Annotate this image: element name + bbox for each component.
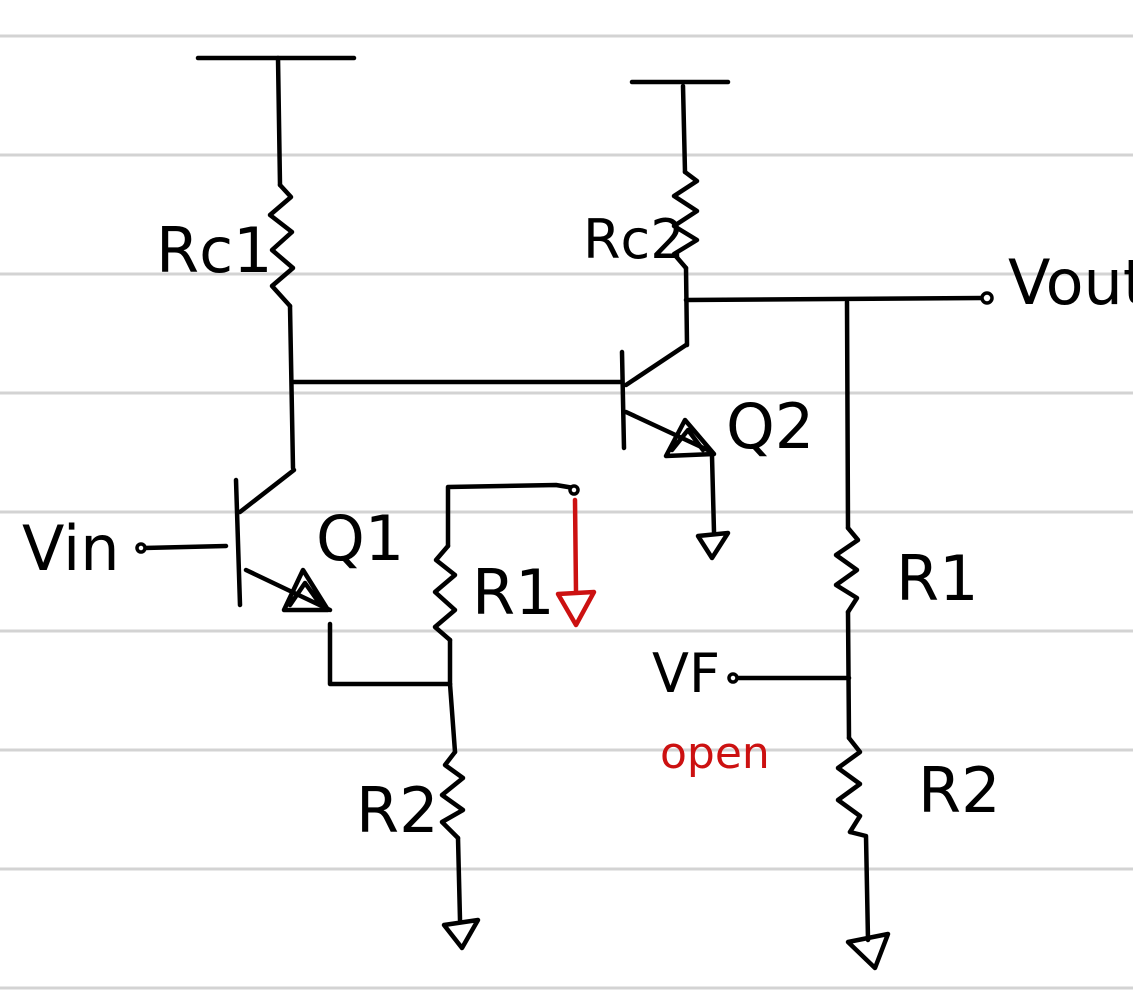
label-r2-left: R2	[356, 774, 439, 847]
label-q2: Q2	[726, 390, 814, 463]
wire-rc1-to-collector	[287, 303, 296, 471]
wire-vcc-to-rc1	[275, 55, 283, 188]
annotation-r1-grounded	[555, 497, 597, 628]
wire-q2-emitter-ground	[709, 453, 717, 535]
resistor-r1-left	[432, 543, 458, 643]
wire-output-node	[683, 295, 985, 303]
wire-vin	[141, 543, 229, 551]
q2-emitter-arrow	[663, 417, 717, 459]
ground-right	[845, 931, 891, 971]
label-vout: Vout	[1008, 246, 1133, 319]
label-r2-right: R2	[918, 754, 1001, 827]
wire-r2-top	[447, 681, 458, 755]
q2-base-bar	[619, 349, 627, 451]
resistor-r2-left	[439, 749, 466, 841]
ruled-lines	[0, 34, 1133, 990]
ground-left	[441, 917, 481, 951]
wire-rc2-to-collector	[683, 265, 690, 348]
wire-output-to-r1	[844, 299, 851, 531]
resistor-r1-right	[833, 525, 861, 615]
label-q1: Q1	[316, 502, 404, 575]
q1-base-bar	[233, 477, 243, 608]
wire-vcc-to-rc2	[680, 83, 688, 175]
resistor-rc2	[671, 169, 700, 271]
right-feedback-network	[727, 299, 891, 971]
q1-emitter-lead	[243, 567, 333, 613]
wire-emitter-junction	[327, 621, 453, 687]
left-feedback-network	[432, 482, 580, 951]
wire-r2-to-ground-right	[847, 829, 871, 943]
wire-r1-to-vf-node	[845, 609, 852, 741]
wire-r1-up	[445, 482, 577, 549]
red-ground-symbol	[555, 589, 597, 628]
vin-terminal	[135, 542, 147, 554]
label-rc2: Rc2	[583, 208, 685, 271]
label-vf: VF	[652, 642, 720, 705]
stage-two	[619, 79, 994, 561]
labels: Rc1 Rc2 Vout Q2 Q1 Vin R1 R2 R1 R2 VF op…	[22, 208, 1133, 847]
resistor-rc1	[267, 182, 296, 309]
ground-q2	[695, 530, 731, 561]
label-r1-right: R1	[896, 542, 979, 615]
r1-open-terminal	[568, 484, 580, 496]
q1-emitter-arrow	[281, 567, 331, 613]
label-r1-left: R1	[472, 556, 555, 629]
resistor-r2-right	[835, 735, 863, 835]
red-ground-wire	[572, 497, 579, 595]
wire-r2-to-ground	[455, 835, 463, 923]
label-vin: Vin	[22, 512, 120, 585]
q2-collector-lead	[623, 342, 689, 388]
label-open-note: open	[660, 728, 770, 779]
vf-terminal	[727, 672, 739, 684]
stage-one	[135, 55, 625, 687]
q1-collector-lead	[237, 467, 297, 515]
label-rc1: Rc1	[156, 214, 273, 287]
vout-terminal	[980, 291, 994, 305]
